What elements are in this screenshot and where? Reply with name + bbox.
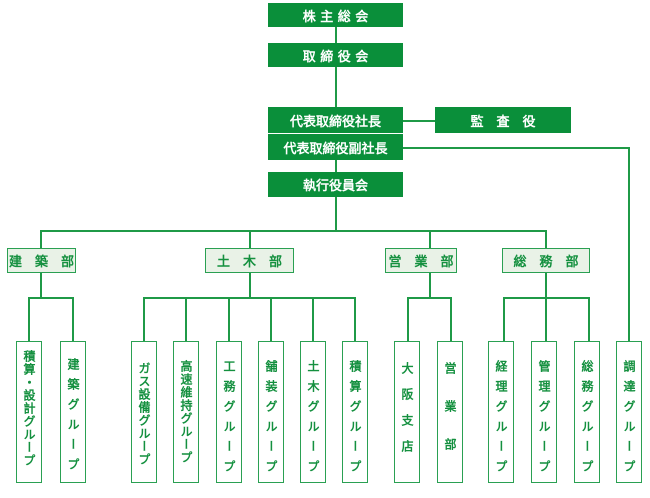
group-box: 総務グループ [574,341,600,483]
connector-dept-architecture [40,230,42,248]
connector-general-g1 [503,297,505,341]
group-box: 営業部 [437,341,463,483]
group-box: 積算グループ [342,341,368,483]
connector-arch-g2 [72,297,74,341]
group-label: 建築グループ [66,358,80,478]
connector-vp-procurement-h [403,147,630,149]
department-architecture: 建 築 部 [7,248,76,273]
executive-committee-box: 執行役員会 [268,172,403,197]
group-label: 高速維持グループ [179,360,193,464]
group-label: 管理グループ [537,360,551,480]
group-box: 管理グループ [531,341,557,483]
group-label: 積算グループ [348,360,362,480]
connector-vp-procurement-v [628,147,630,341]
connector-dept-general [545,230,547,248]
group-box: 建築グループ [60,341,86,483]
connector-president-auditor [403,120,435,122]
group-box: 積算・設計グループ [16,341,42,483]
auditor-box: 監 査 役 [435,107,571,133]
group-label: 総務グループ [580,360,594,480]
connector-civil-g3 [228,297,230,341]
connector-sales-g2 [450,297,452,341]
vice-president-box: 代表取締役副社長 [268,134,403,160]
connector-vp-executive [335,160,337,172]
connector-executive-branch [335,197,337,231]
group-label: 舗装グループ [264,360,278,480]
group-label: 土木グループ [306,360,320,480]
connector-arch-down [40,273,42,298]
connector-board-president [335,67,337,107]
board-of-directors-box: 取 締 役 会 [268,43,403,67]
connector-civil-g5 [312,297,314,341]
group-label: 営業部 [443,362,457,476]
connector-dept-bus [40,230,547,232]
group-label: 大阪支店 [400,362,414,466]
connector-civil-g4 [270,297,272,341]
group-box: 大阪支店 [394,341,420,483]
group-box: 経理グループ [488,341,514,483]
department-general-affairs: 総 務 部 [502,248,590,273]
group-box: 高速維持グループ [173,341,199,483]
connector-sales-down [429,273,431,298]
connector-civil-g2 [185,297,187,341]
connector-general-g2 [545,297,547,341]
group-box: 工務グループ [216,341,242,483]
connector-arch-bus [28,297,73,299]
group-label: 工務グループ [222,360,236,480]
connector-civil-down [249,273,251,298]
department-sales: 営 業 部 [385,248,457,273]
connector-civil-bus [143,297,356,299]
connector-sales-g1 [407,297,409,341]
group-label: ガス設備グループ [137,362,151,466]
connector-dept-civil [249,230,251,248]
connector-arch-g1 [28,297,30,341]
group-box: 土木グループ [300,341,326,483]
connector-civil-g1 [143,297,145,341]
connector-sales-bus [407,297,452,299]
connector-dept-sales [429,230,431,248]
connector-shareholders-board [335,27,337,43]
connector-general-down [545,273,547,298]
president-box: 代表取締役社長 [268,107,403,133]
group-label: 積算・設計グループ [22,350,36,467]
shareholders-meeting-box: 株 主 総 会 [268,3,403,27]
group-label: 経理グループ [494,360,508,480]
connector-general-g3 [588,297,590,341]
group-box: 舗装グループ [258,341,284,483]
department-civil-engineering: 土 木 部 [205,248,294,273]
group-label: 調達グループ [622,360,636,480]
group-box: ガス設備グループ [131,341,157,483]
connector-civil-g6 [354,297,356,341]
procurement-group-box: 調達グループ [616,341,642,483]
